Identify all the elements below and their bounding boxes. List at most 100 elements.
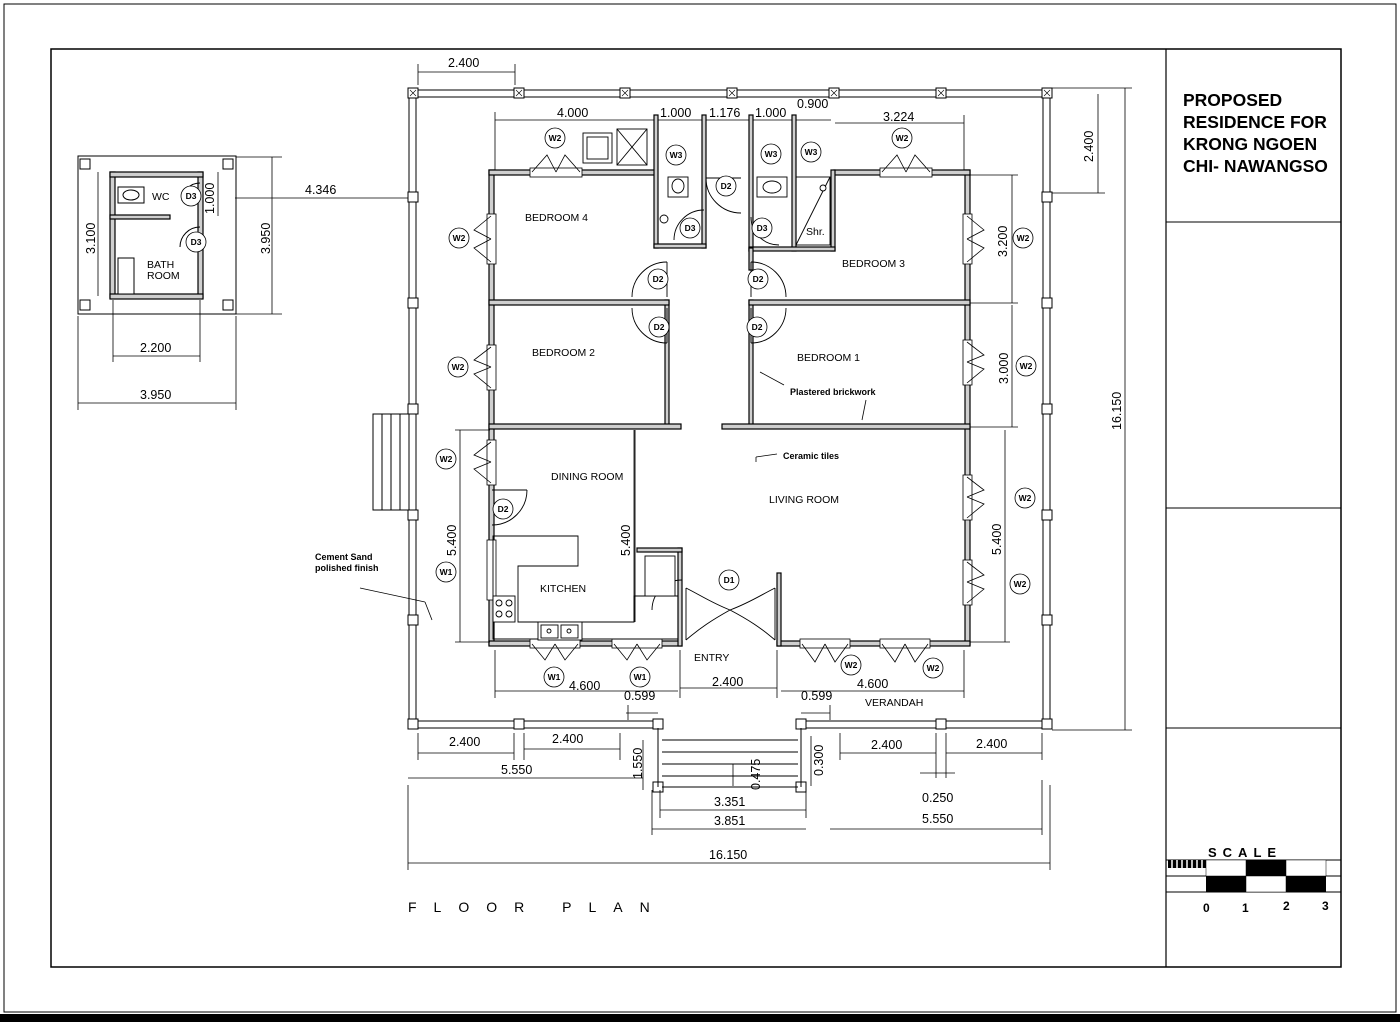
project-title: PROPOSED RESIDENCE FOR KRONG NGOEN CHI- … bbox=[1183, 90, 1328, 176]
opening-tag-w2-17: W2 bbox=[1020, 361, 1033, 371]
note-plastered: Plastered brickwork bbox=[790, 387, 877, 397]
dim-top-0900: 0.900 bbox=[797, 97, 828, 111]
dim-top-1000a: 1.000 bbox=[660, 106, 691, 120]
dim-top-3224: 3.224 bbox=[883, 110, 914, 124]
dim-bottom-5550a: 5.550 bbox=[501, 763, 532, 777]
dim-bottom-0300: 0.300 bbox=[812, 745, 826, 776]
note-ceramic: Ceramic tiles bbox=[783, 451, 839, 461]
opening-tag-w2-26: W2 bbox=[845, 660, 858, 670]
opening-tag-labels: W2 W3 W3 W3 W2 D2 D3 D3 D3 D3 W2 W2 D2 D… bbox=[186, 133, 1033, 682]
dim-top-4000: 4.000 bbox=[557, 106, 588, 120]
entry-steps bbox=[657, 728, 802, 788]
dim-bottom-2400-entry: 2.400 bbox=[712, 675, 743, 689]
opening-tag-d1-22: D1 bbox=[724, 575, 735, 585]
dim-top-2400: 2.400 bbox=[448, 56, 479, 70]
room-shower: Shr. bbox=[806, 226, 825, 238]
room-bedroom-3: BEDROOM 3 bbox=[842, 258, 905, 270]
opening-tag-d3-7: D3 bbox=[191, 237, 202, 247]
dim-bottom-2400d: 2.400 bbox=[976, 737, 1007, 751]
opening-tag-d2-12: D2 bbox=[653, 274, 664, 284]
room-bedroom-4: BEDROOM 4 bbox=[525, 212, 588, 224]
dim-bottom-5550b: 5.550 bbox=[922, 812, 953, 826]
dim-right-5400: 5.400 bbox=[990, 524, 1004, 555]
plan-title: FLOOR PLAN bbox=[408, 899, 667, 915]
opening-tag-w2-10: W2 bbox=[453, 233, 466, 243]
fixtures bbox=[492, 128, 831, 641]
opening-tag-w3-1: W3 bbox=[670, 150, 683, 160]
title-line-1: PROPOSED bbox=[1183, 90, 1282, 110]
note-cement-2: polished finish bbox=[315, 563, 379, 573]
opening-tag-w2-11: W2 bbox=[1017, 233, 1030, 243]
dim-outhouse-4346: 4.346 bbox=[305, 183, 336, 197]
dim-bottom-2400a: 2.400 bbox=[449, 735, 480, 749]
dimension-lines bbox=[77, 64, 1132, 870]
window-swings bbox=[473, 154, 985, 663]
dim-right-3000: 3.000 bbox=[997, 353, 1011, 384]
dim-bottom-3851: 3.851 bbox=[714, 814, 745, 828]
opening-tag-d2-13: D2 bbox=[753, 274, 764, 284]
dim-left-5400: 5.400 bbox=[445, 525, 459, 556]
room-dining: DINING ROOM bbox=[551, 471, 623, 483]
room-bedroom-1: BEDROOM 1 bbox=[797, 352, 860, 364]
dim-bottom-2400c: 2.400 bbox=[871, 738, 902, 752]
sheet-bottom-band bbox=[0, 1014, 1400, 1022]
dim-bottom-2400b: 2.400 bbox=[552, 732, 583, 746]
opening-tag-d2-20: D2 bbox=[498, 504, 509, 514]
dim-bottom-4600a: 4.600 bbox=[569, 679, 600, 693]
opening-tag-w2-23: W2 bbox=[1014, 579, 1027, 589]
title-line-3: KRONG NGOEN bbox=[1183, 134, 1317, 154]
opening-tag-w2-19: W2 bbox=[1019, 493, 1032, 503]
dim-outhouse-1000: 1.000 bbox=[203, 183, 217, 214]
scale-num-1: 1 bbox=[1242, 901, 1249, 915]
room-labels: BEDROOM 4 BEDROOM 3 BEDROOM 2 BEDROOM 1 … bbox=[525, 212, 923, 709]
room-bedroom-2: BEDROOM 2 bbox=[532, 347, 595, 359]
opening-tag-w3-2: W3 bbox=[765, 149, 778, 159]
dim-top-1176: 1.176 bbox=[709, 106, 740, 120]
dim-bottom-0599b: 0.599 bbox=[801, 689, 832, 703]
title-line-4: CHI- NAWANGSO bbox=[1183, 156, 1328, 176]
dim-right-16150: 16.150 bbox=[1110, 392, 1124, 430]
opening-tag-w2-0: W2 bbox=[549, 133, 562, 143]
side-steps bbox=[372, 413, 410, 511]
opening-tag-w2-27: W2 bbox=[927, 663, 940, 673]
dim-bottom-0250: 0.250 bbox=[922, 791, 953, 805]
opening-tag-d3-6: D3 bbox=[186, 191, 197, 201]
dim-outhouse-3950h: 3.950 bbox=[140, 388, 171, 402]
scale-num-2: 2 bbox=[1283, 899, 1290, 913]
opening-tag-w1-24: W1 bbox=[548, 672, 561, 682]
title-line-2: RESIDENCE FOR bbox=[1183, 112, 1327, 132]
opening-tags bbox=[180, 127, 1037, 688]
opening-tag-d2-14: D2 bbox=[654, 322, 665, 332]
dimension-labels: 2.400 4.000 1.000 1.176 1.000 0.900 3.22… bbox=[84, 56, 1124, 862]
opening-tag-d2-5: D2 bbox=[721, 181, 732, 191]
dim-bottom-0599a: 0.599 bbox=[624, 689, 655, 703]
dim-bottom-16150: 16.150 bbox=[709, 848, 747, 862]
opening-tag-w3-3: W3 bbox=[805, 147, 818, 157]
outhouse-bath-label-2: ROOM bbox=[147, 270, 180, 282]
dim-outhouse-2200: 2.200 bbox=[140, 341, 171, 355]
outhouse: WC BATH ROOM bbox=[77, 155, 237, 315]
opening-tag-d3-8: D3 bbox=[685, 223, 696, 233]
room-entry: ENTRY bbox=[694, 652, 729, 664]
dim-right-3200: 3.200 bbox=[996, 226, 1010, 257]
room-living: LIVING ROOM bbox=[769, 494, 839, 506]
sheet-outer-border bbox=[3, 3, 1397, 1013]
note-cement-1: Cement Sand bbox=[315, 552, 373, 562]
opening-tag-w2-18: W2 bbox=[440, 454, 453, 464]
scale-label: SCALE bbox=[1208, 845, 1282, 860]
dim-bottom-0475: 0.475 bbox=[749, 759, 763, 790]
outhouse-bath-label-1: BATH bbox=[147, 259, 174, 271]
opening-tag-d2-15: D2 bbox=[752, 322, 763, 332]
scale-num-0: 0 bbox=[1203, 901, 1210, 915]
opening-tag-w2-4: W2 bbox=[896, 133, 909, 143]
scale-num-3: 3 bbox=[1322, 899, 1329, 913]
dim-bottom-4600b: 4.600 bbox=[857, 677, 888, 691]
opening-tag-d3-9: D3 bbox=[757, 223, 768, 233]
dim-right-2400: 2.400 bbox=[1082, 131, 1096, 162]
dim-outhouse-3100: 3.100 bbox=[84, 223, 98, 254]
opening-tag-w1-25: W1 bbox=[634, 672, 647, 682]
dim-outhouse-3950v: 3.950 bbox=[259, 223, 273, 254]
notes: Plastered brickwork Ceramic tiles Cement… bbox=[315, 371, 877, 621]
opening-tag-w2-16: W2 bbox=[452, 362, 465, 372]
